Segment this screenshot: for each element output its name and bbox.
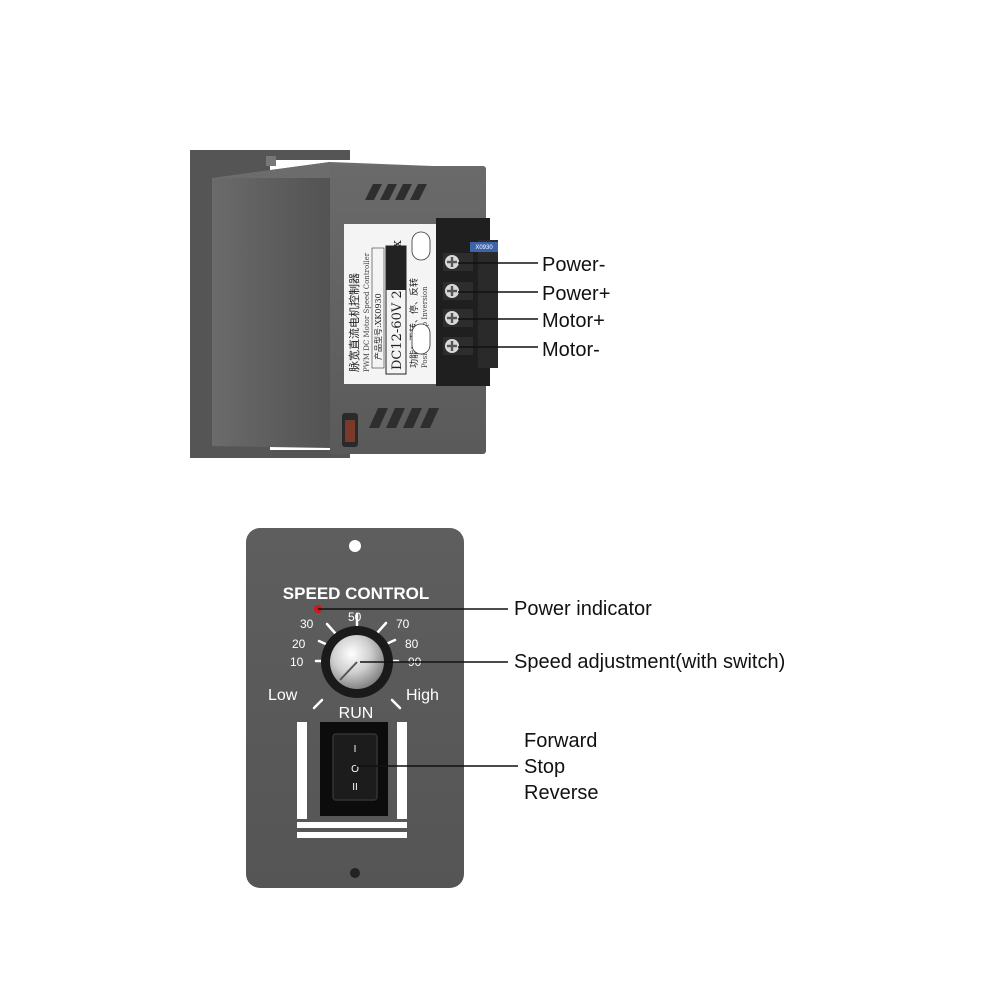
dial-tick-10: 10 <box>290 655 304 669</box>
bottom-vents <box>369 408 439 428</box>
terminal-tag: X0930 <box>475 245 493 251</box>
switch-frame-stripes <box>297 722 407 838</box>
top-callout-lines <box>458 262 538 348</box>
dial-tick-70: 70 <box>396 617 410 631</box>
speed-knob[interactable] <box>321 626 393 698</box>
dial-tick-20: 20 <box>292 637 306 651</box>
dial-tick-80: 80 <box>405 637 419 651</box>
housing-side <box>212 162 330 448</box>
panel-hole-bottom <box>350 868 360 878</box>
label-rating: DC12-60V 20A Max <box>390 240 405 370</box>
callout-power-indicator: Power indicator <box>514 598 652 620</box>
badge-motor <box>411 323 431 355</box>
high-label: High <box>406 687 439 704</box>
label-model: 产品型号:XK0930 <box>373 293 383 360</box>
dial-tick-30: 30 <box>300 617 314 631</box>
terminal-screws <box>443 253 473 355</box>
terminal-2 <box>443 282 473 300</box>
label-functions-cn: 功能：正转、停、反转 <box>408 278 420 368</box>
run-label: RUN <box>339 705 374 722</box>
callout-stop: Stop <box>524 756 566 778</box>
label-title: 脉宽直流电机控制器 <box>347 273 361 372</box>
top-vents <box>365 184 427 200</box>
label-subtitle: PWM DC Motor Speed Controller <box>363 252 371 372</box>
terminal-block: X0930 <box>436 218 498 386</box>
callout-power-plus: Power+ <box>542 283 611 305</box>
switch-mark-stop: O <box>351 764 359 775</box>
speed-control-panel: SPEED CONTROL 10 20 30 50 70 80 90 <box>246 528 518 888</box>
terminal-3 <box>443 309 473 327</box>
terminal-1 <box>443 253 473 271</box>
bottom-callout-lines <box>318 608 518 767</box>
badge-power <box>411 231 431 261</box>
callout-motor-plus: Motor+ <box>542 310 605 332</box>
switch-mark-forward: I <box>354 744 357 755</box>
callout-power-minus: Power- <box>542 254 606 276</box>
callout-forward: Forward <box>524 730 598 752</box>
callout-reverse: Reverse <box>524 782 599 804</box>
switch-mark-reverse: II <box>352 782 358 793</box>
callout-motor-minus: Motor- <box>542 339 600 361</box>
panel-title: SPEED CONTROL <box>283 584 429 603</box>
dial-tick-50: 50 <box>348 610 362 624</box>
low-label: Low <box>268 687 298 704</box>
mounting-hole-top <box>266 156 276 166</box>
callout-speed-adjustment: Speed adjustment(with switch) <box>514 651 786 673</box>
terminal-4 <box>443 337 473 355</box>
controller-box: 脉宽直流电机控制器 PWM DC Motor Speed Controller … <box>190 150 538 458</box>
panel-hole-top <box>349 540 361 552</box>
direction-rocker-switch[interactable]: I O II <box>320 722 388 816</box>
